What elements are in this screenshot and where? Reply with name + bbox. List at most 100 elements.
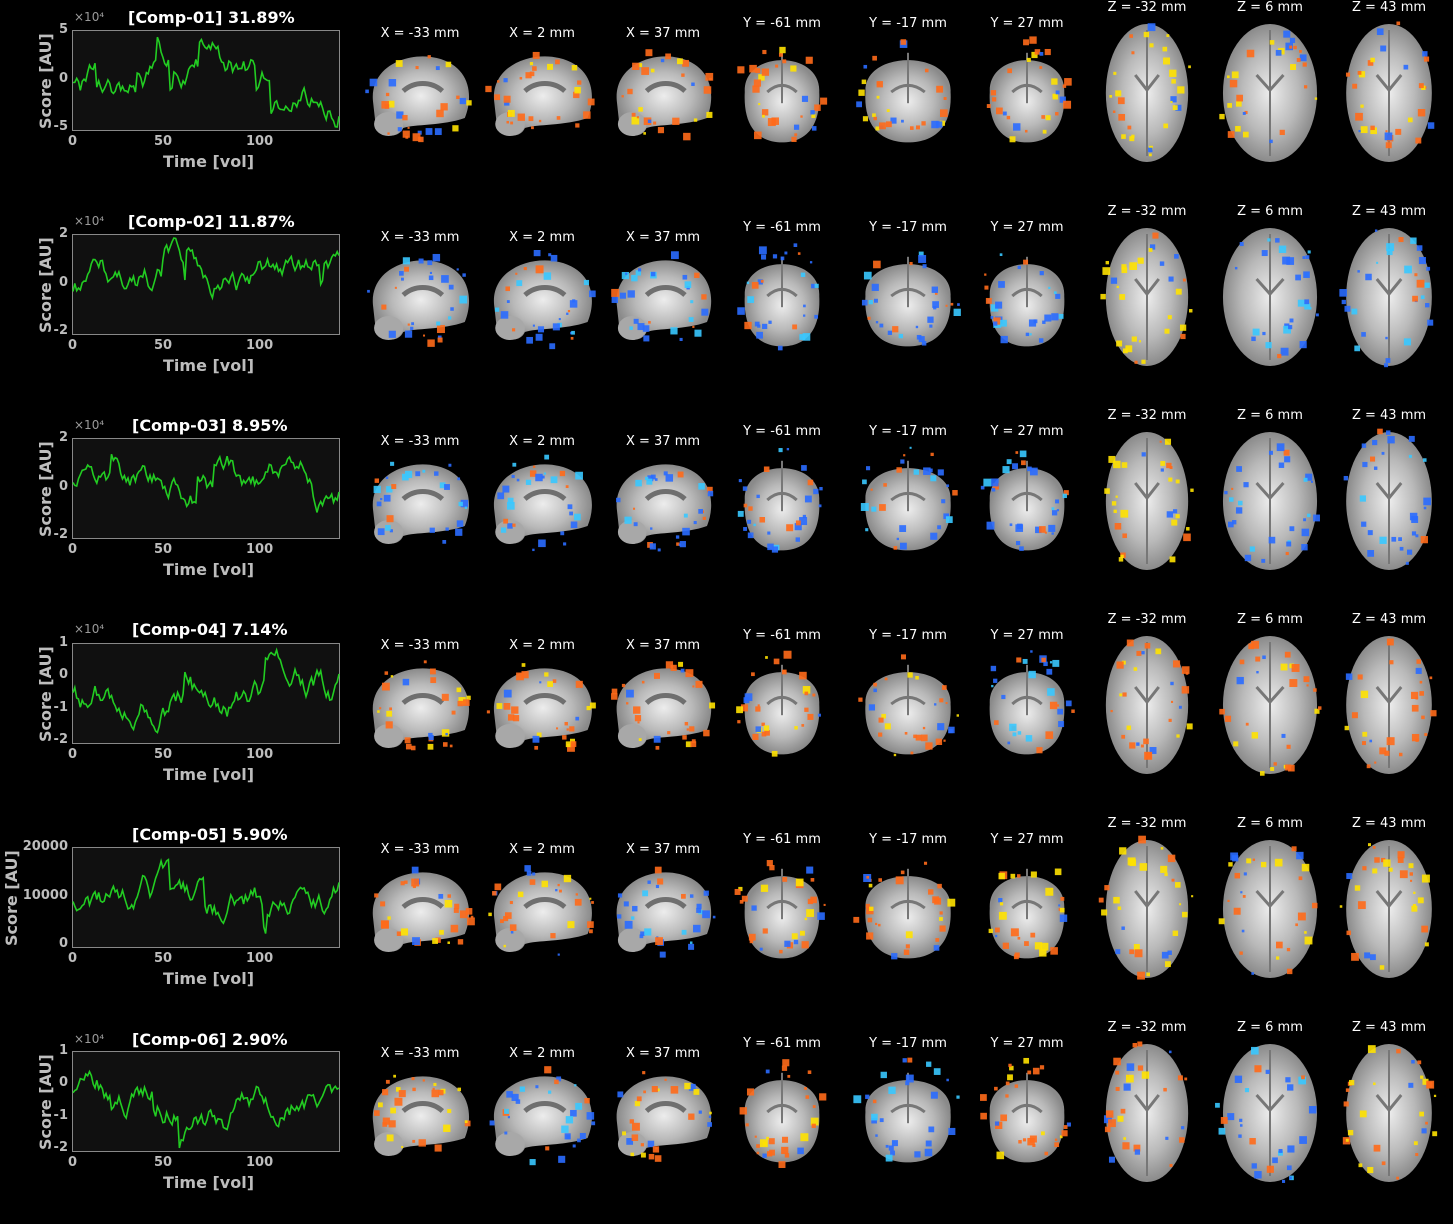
slice-label: Z = -32 mm (1107, 816, 1187, 831)
brain-slice-ax (1338, 18, 1440, 172)
x-tick-label: 100 (246, 747, 274, 762)
component-title: [Comp-02] 11.87% (128, 212, 295, 231)
slice-label: Z = -32 mm (1107, 0, 1187, 15)
brain-slice-ax (1098, 1038, 1196, 1192)
x-axis-label: Time [vol] (163, 1173, 255, 1192)
brain-slice-ax (1338, 1038, 1440, 1192)
y-tick-label: -5 (53, 119, 68, 134)
slice-label: Z = 6 mm (1237, 0, 1303, 15)
brain-slice-ax (1214, 1038, 1326, 1192)
y-tick-label: 0 (58, 478, 68, 494)
brain-slice-cor (733, 648, 831, 764)
x-axis-label: Time [vol] (163, 765, 255, 784)
slice-label: Y = -61 mm (743, 16, 821, 31)
x-tick-label: 0 (68, 951, 78, 966)
y-tick-label: 5 (58, 22, 68, 37)
brain-slice-ax (1098, 834, 1196, 988)
brain-slice-cor (978, 852, 1076, 968)
slice-label: X = 37 mm (625, 1046, 701, 1061)
timecourse-plot (72, 438, 340, 539)
slice-label: Y = -61 mm (743, 424, 821, 439)
brain-slice-sag (364, 454, 476, 558)
brain-slice-sag (608, 862, 718, 966)
x-tick-label: 0 (68, 1155, 78, 1170)
slice-label: X = -33 mm (380, 842, 460, 857)
component-title: [Comp-01] 31.89% (128, 8, 295, 27)
exponent-label: ×10⁴ (74, 10, 105, 24)
brain-slice-sag (608, 250, 718, 354)
timecourse-line (72, 36, 340, 128)
slice-label: Z = 6 mm (1237, 408, 1303, 423)
brain-slice-ax (1098, 426, 1196, 580)
slice-label: Y = 27 mm (990, 1036, 1064, 1051)
slice-label: X = 37 mm (625, 26, 701, 41)
brain-slice-sag (485, 249, 599, 354)
brain-slice-ax (1338, 630, 1440, 784)
slice-label: Z = 6 mm (1237, 816, 1303, 831)
brain-slice-ax (1214, 18, 1326, 172)
slice-label: Z = 6 mm (1237, 1020, 1303, 1035)
y-axis-label: Score [AU] (36, 646, 55, 742)
brain-slice-cor (733, 36, 831, 152)
slice-label: Y = 27 mm (990, 628, 1064, 643)
x-tick-label: 50 (154, 542, 173, 557)
slice-label: X = 37 mm (625, 230, 701, 245)
slice-label: Y = -61 mm (743, 1036, 821, 1051)
brain-slice-cor (852, 240, 964, 356)
x-tick-label: 100 (246, 951, 274, 966)
x-axis-label: Time [vol] (163, 356, 255, 375)
slice-label: Z = -32 mm (1107, 1020, 1187, 1035)
slice-label: X = 2 mm (509, 842, 575, 857)
x-tick-label: 50 (154, 747, 173, 762)
component-title: [Comp-04] 7.14% (132, 620, 288, 639)
brain-slice-sag (608, 454, 718, 558)
brain-slice-ax (1214, 834, 1326, 988)
brain-slice-cor (978, 648, 1076, 764)
slice-label: X = -33 mm (380, 434, 460, 449)
slice-label: Y = -17 mm (869, 832, 947, 847)
slice-label: Y = -17 mm (869, 16, 947, 31)
x-tick-label: 0 (68, 747, 78, 762)
y-tick-label: -1 (53, 699, 68, 715)
x-tick-label: 100 (246, 1155, 274, 1170)
timecourse-line (72, 237, 340, 301)
slice-label: Z = 43 mm (1351, 1020, 1427, 1035)
slice-label: X = -33 mm (380, 230, 460, 245)
brain-slice-sag (608, 1066, 718, 1170)
y-tick-label: 0 (58, 667, 68, 683)
slice-label: Y = -61 mm (743, 832, 821, 847)
brain-slice-ax (1214, 426, 1326, 580)
y-tick-label: -1 (53, 1107, 68, 1123)
y-tick-label: 10000 (22, 887, 68, 903)
y-tick-label: -2 (53, 527, 68, 542)
exponent-label: ×10⁴ (74, 1032, 105, 1046)
slice-label: X = -33 mm (380, 638, 460, 653)
x-tick-label: 0 (68, 134, 78, 149)
brain-slice-sag (608, 46, 718, 150)
x-axis-label: Time [vol] (163, 152, 255, 171)
y-tick-label: 0 (58, 70, 68, 86)
slice-label: X = 37 mm (625, 638, 701, 653)
x-axis-label: Time [vol] (163, 560, 255, 579)
brain-slice-sag (485, 454, 599, 558)
slice-label: Z = 43 mm (1351, 0, 1427, 15)
y-tick-label: 0 (58, 936, 68, 951)
brain-slice-ax (1214, 630, 1326, 784)
slice-label: X = 2 mm (509, 434, 575, 449)
brain-slice-sag (485, 862, 599, 966)
x-tick-label: 50 (154, 134, 173, 149)
slice-label: Y = -17 mm (869, 1036, 947, 1051)
timecourse-plot (72, 847, 340, 948)
slice-label: X = 37 mm (625, 842, 701, 857)
slice-label: X = 2 mm (509, 1046, 575, 1061)
brain-slice-cor (978, 444, 1076, 560)
brain-slice-sag (364, 1066, 476, 1170)
y-tick-label: 0 (58, 274, 68, 290)
brain-slice-ax (1338, 222, 1440, 376)
brain-slice-cor (733, 240, 831, 356)
y-tick-label: 0 (58, 1075, 68, 1091)
